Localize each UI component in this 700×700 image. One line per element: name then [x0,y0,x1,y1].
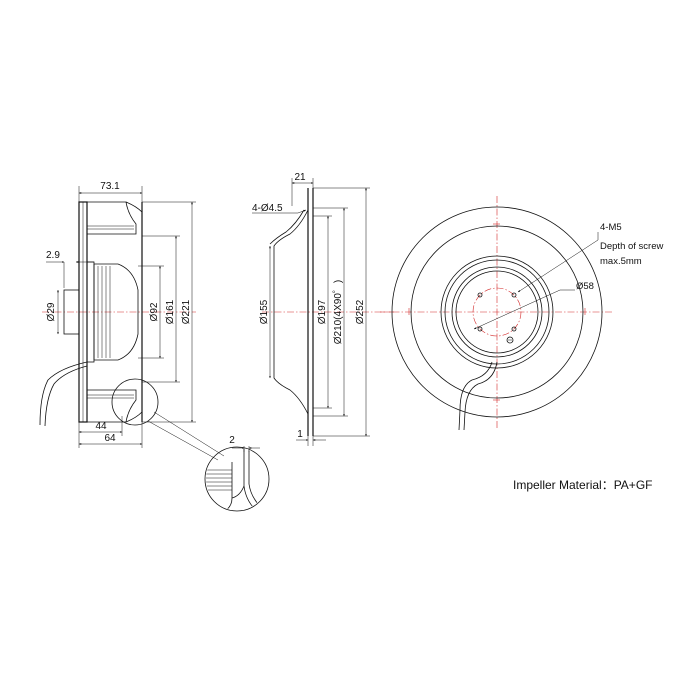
dim-hub-offset: 2.9 [46,250,60,261]
dim-gap: 2 [229,435,235,446]
ground-mark [506,336,514,344]
dim-hub-circle: Ø58 [576,281,594,292]
dim-inlet-dia: Ø221 [181,299,192,324]
dim-depth-outer: 64 [104,433,116,444]
motor-body [93,263,139,361]
outer-disc [391,206,603,418]
cable [39,361,88,426]
screw-spec: 4-M5 [600,222,622,233]
dim-motor-dia: Ø161 [165,299,176,324]
dim-plate-thickness: 1 [297,429,303,440]
dim-overall-depth: 73.1 [100,181,120,192]
side-view: 73.1 2.9 Ø29 Ø92 Ø161 Ø221 44 64 [39,181,225,461]
front-view: 4-M5 Depth of screw max.5mm Ø58 [380,196,663,431]
detail-leader [147,420,219,461]
shroud-circle [410,225,584,399]
detail-marker-circle [111,378,159,426]
motor-circle [451,266,543,358]
front-cable [458,361,493,431]
screw-circle [472,287,522,337]
screw-hole [511,326,517,332]
dim-hub-dia: Ø92 [149,302,160,321]
shaft-stub [63,289,80,335]
mount-hole-marks [408,223,586,401]
screw-depth-line2: max.5mm [600,256,642,267]
detail-view: 2 [204,435,270,512]
screw-depth-line1: Depth of screw [600,241,663,252]
dim-mount-holes: 4-Ø4.5 [252,203,283,214]
dim-flange-thickness: 21 [294,172,306,183]
dim-outer: Ø252 [355,299,366,324]
inlet-circle [440,255,554,369]
inlet-profile [273,209,309,415]
dim-depth-inner: 44 [95,421,107,432]
screw-hole [477,326,483,332]
screw-hole [511,292,517,298]
detail-circle [204,446,270,512]
dim-bolt-circle: Ø210(4X90゜) [332,280,344,344]
section-view: 21 4-Ø4.5 Ø155 Ø197 Ø210(4X90゜) Ø252 1 [252,172,394,446]
screw-hole [477,292,483,298]
dim-197: Ø197 [317,299,328,324]
impeller-top [86,201,137,235]
impeller-bottom [86,389,137,423]
dim-shaft-dia: Ø29 [46,302,57,321]
dim-155: Ø155 [259,299,270,324]
material-note: Impeller Material：PA+GF [513,478,652,492]
